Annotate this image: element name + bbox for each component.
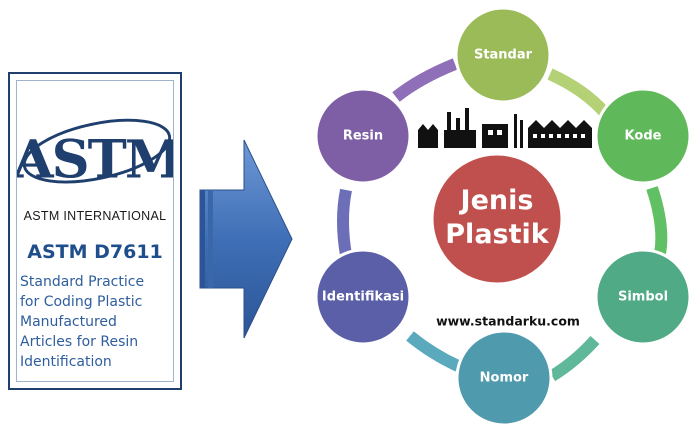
node-kode — [594, 87, 692, 185]
description-line: Manufactured — [20, 314, 117, 330]
center-label-line: Plastik — [445, 219, 549, 250]
standard-code: ASTM D7611 — [27, 241, 163, 263]
center-label-line: Jenis — [460, 185, 534, 216]
website-url: www.standarku.com — [436, 313, 580, 329]
logo-text: ASTM — [17, 129, 173, 190]
description-line: Standard Practice — [20, 274, 145, 290]
connector-nomor-identifikasi — [406, 331, 461, 372]
astm-card-inner: ASTM ASTM INTERNATIONAL ASTM D7611 Stand… — [16, 80, 174, 382]
org-name: ASTM INTERNATIONAL — [23, 209, 167, 223]
standard-description: Standard Practice for Coding Plastic Man… — [20, 272, 178, 372]
connector-kode-simbol — [646, 186, 668, 260]
astm-card: ASTM ASTM INTERNATIONAL ASTM D7611 Stand… — [8, 72, 182, 390]
node-label-nomor: Nomor — [479, 370, 529, 386]
node-identifikasi — [314, 248, 412, 346]
connector-identifikasi-resin — [337, 188, 352, 257]
ring-connectors — [337, 58, 668, 382]
connector-standar-kode — [547, 68, 610, 118]
node-standar — [454, 6, 552, 104]
node-label-simbol: Simbol — [617, 289, 669, 305]
connector-simbol-nomor — [548, 335, 600, 382]
logo-swoosh — [22, 118, 172, 184]
center-circle — [430, 152, 564, 286]
description-line: Identification — [20, 354, 112, 370]
node-nomor — [455, 329, 553, 427]
node-label-identifikasi: Identifikasi — [321, 289, 405, 305]
arrow-right-icon — [199, 139, 293, 339]
node-label-kode: Kode — [624, 128, 662, 144]
description-line: Articles for Resin — [20, 334, 139, 350]
node-simbol — [594, 248, 692, 346]
factory-icon — [418, 108, 592, 148]
node-resin — [314, 87, 412, 185]
description-line: for Coding Plastic — [20, 294, 143, 310]
astm-logo: ASTM — [17, 118, 173, 190]
connector-resin-standar — [392, 58, 458, 102]
node-label-resin: Resin — [342, 128, 384, 144]
node-label-standar: Standar — [473, 47, 533, 63]
center-label: Jenis Plastik — [445, 184, 548, 252]
